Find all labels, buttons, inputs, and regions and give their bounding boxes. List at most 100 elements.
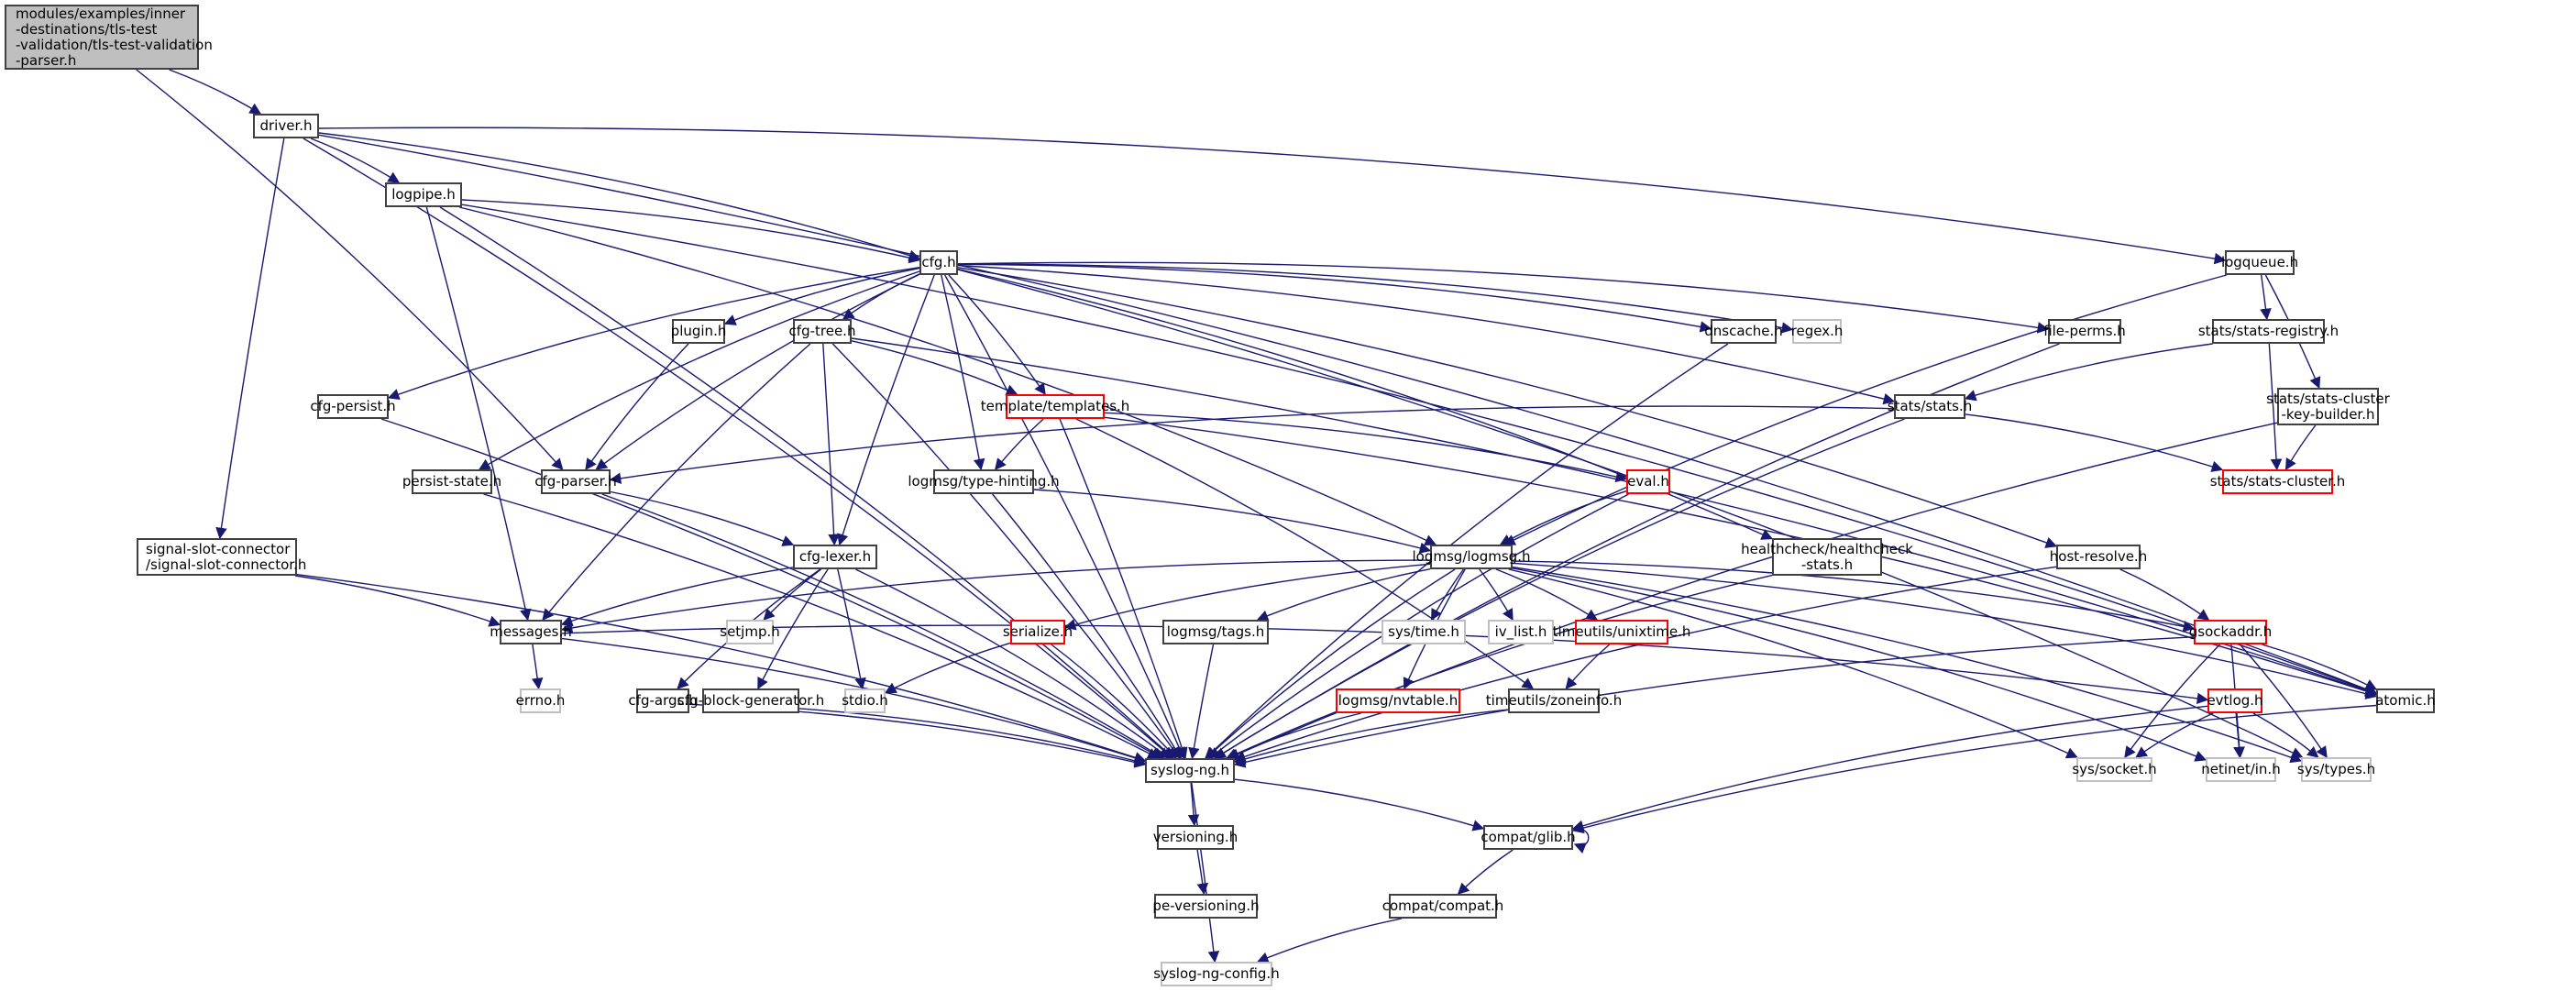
- node-label: timeutils/unixtime.h: [1552, 623, 1691, 640]
- edge-nvtable-to-syslogng: [1226, 712, 1361, 760]
- node-label: eval.h: [1627, 473, 1669, 490]
- node-label: logqueue.h: [2220, 254, 2299, 270]
- node-logmsg-type-hinting-h[interactable]: logmsg/type-hinting.h: [908, 469, 1060, 494]
- edge-hostres-to-syslogng: [1233, 566, 2057, 763]
- node-dnscache-h[interactable]: dnscache.h: [1704, 319, 1783, 344]
- edge-logpipe-to-atomic: [461, 204, 2378, 696]
- node-healthcheck-stats-h[interactable]: healthcheck/healthcheck -stats.h: [1741, 538, 1913, 576]
- node-pe-versioning-h[interactable]: pe-versioning.h: [1152, 894, 1260, 919]
- edge-statsreg-to-statscluster: [2268, 343, 2283, 471]
- node-timeutils-zoneinfo-h[interactable]: timeutils/zoneinfo.h: [1486, 688, 1622, 713]
- edge-eval-to-syslogng: [1208, 493, 1629, 759]
- node-cfg-args-h[interactable]: cfg-args.h: [628, 688, 698, 713]
- node-logmsg-nvtable-h[interactable]: logmsg/nvtable.h: [1336, 688, 1460, 713]
- edge-templates-to-syslogng: [1059, 418, 1188, 760]
- edge-driver-to-cfg: [318, 132, 921, 261]
- node-logpipe-h[interactable]: logpipe.h: [385, 182, 462, 207]
- edge-logqueue-to-logmsg: [1503, 274, 2227, 545]
- node-messages-h[interactable]: messages.h: [490, 620, 572, 644]
- edge-glib-to-glib: [1572, 828, 1590, 854]
- node-label: versioning.h: [1152, 829, 1238, 845]
- edge-logmsg-to-messages: [560, 559, 1431, 634]
- node-gsockaddr-h[interactable]: gsockaddr.h: [2189, 620, 2272, 644]
- node-logmsg-logmsg-h[interactable]: logmsg/logmsg.h: [1413, 545, 1530, 569]
- edge-cfgparser-to-syslogng: [601, 493, 1165, 759]
- node-stats-cluster-h[interactable]: stats/stats-cluster.h: [2210, 469, 2345, 494]
- edge-driver-to-sigslot: [215, 138, 285, 540]
- node-logmsg-tags-h[interactable]: logmsg/tags.h: [1162, 620, 1269, 644]
- node-atomic-h[interactable]: atomic.h: [2375, 688, 2436, 713]
- edge-evtlog-to-netinet: [2233, 712, 2245, 759]
- node-versioning-h[interactable]: versioning.h: [1153, 825, 1238, 850]
- node-stats-stats-h[interactable]: stats/stats.h: [1888, 394, 1972, 419]
- node-compat-glib-h[interactable]: compat/glib.h: [1481, 825, 1576, 850]
- edge-cfg-to-persist: [478, 270, 920, 470]
- node-cfg-tree-h[interactable]: cfg-tree.h: [789, 319, 855, 344]
- node-sys-time-h[interactable]: sys/time.h: [1382, 620, 1466, 644]
- node-template-templates-h[interactable]: template/templates.h: [981, 394, 1129, 419]
- edge-sigslot-to-messages: [294, 575, 501, 627]
- edge-persist-to-syslogng: [483, 493, 1160, 759]
- edge-root-to-cfgparser: [136, 69, 564, 470]
- node-label: stats/stats-cluster.h: [2209, 473, 2346, 490]
- edge-gsockaddr-to-systypes: [2239, 644, 2328, 759]
- node-compat-compat-h[interactable]: compat/compat.h: [1382, 894, 1503, 919]
- node-label: stats/stats-cluster -key-builder.h: [2266, 390, 2390, 423]
- node-errno-h[interactable]: errno.h: [516, 688, 565, 713]
- node-cfg-h[interactable]: cfg.h: [919, 250, 958, 275]
- edge-logmsg-to-systime: [1430, 568, 1464, 622]
- node-label: cfg.h: [921, 254, 956, 270]
- edge-atomic-to-glib: [1571, 704, 2377, 834]
- node-label: stats/stats.h: [1887, 398, 1973, 414]
- node-host-resolve-h[interactable]: host-resolve.h: [2050, 545, 2147, 569]
- node-file-perms-h[interactable]: file-perms.h: [2043, 319, 2126, 344]
- node-serialize-h[interactable]: serialize.h: [1003, 620, 1073, 644]
- edge-gsockaddr-to-syslogng: [1233, 636, 2195, 768]
- node-cfg-block-generator-h[interactable]: cfg-block-generator.h: [677, 688, 824, 713]
- node-label: logpipe.h: [391, 186, 456, 203]
- edge-logqueue-to-statsreg: [2260, 274, 2272, 321]
- node-label: signal-slot-connector /signal-slot-conne…: [146, 540, 307, 573]
- node-stats-registry-h[interactable]: stats/stats-registry.h: [2198, 319, 2339, 344]
- edge-cfgparser-to-cfglexer: [610, 490, 795, 546]
- node-label: atomic.h: [2375, 692, 2436, 709]
- edge-cfgargs-to-syslogng: [688, 703, 1147, 768]
- node-plugin-h[interactable]: plugin.h: [671, 319, 726, 344]
- node-syslog-ng-config-h[interactable]: syslog-ng-config.h: [1153, 962, 1280, 986]
- node-setjmp-h[interactable]: setjmp.h: [720, 620, 780, 644]
- node-iv-list-h[interactable]: iv_list.h: [1488, 620, 1554, 644]
- node-netinet-in-h[interactable]: netinet/in.h: [2201, 757, 2281, 782]
- edge-logmsg-to-syslogng: [1205, 568, 1456, 759]
- node-evtlog-h[interactable]: evtlog.h: [2207, 688, 2263, 713]
- node-cfg-persist-h[interactable]: cfg-persist.h: [310, 394, 396, 419]
- node-label: gsockaddr.h: [2188, 623, 2273, 640]
- edge-gsockaddr-to-atomic: [2262, 644, 2378, 690]
- edge-hostres-to-gsockaddr: [2119, 568, 2210, 621]
- node-cfg-parser-h[interactable]: cfg-parser.h: [534, 469, 617, 494]
- node-stdio-h[interactable]: stdio.h: [842, 688, 888, 713]
- node-root-file: modules/examples/inner -destinations/tls…: [5, 5, 213, 70]
- edge-logmsg-to-netinet: [1512, 567, 2207, 762]
- node-timeutils-unixtime-h[interactable]: timeutils/unixtime.h: [1553, 620, 1690, 644]
- node-syslog-ng-h[interactable]: syslog-ng.h: [1145, 758, 1235, 783]
- node-label: sys/types.h: [2296, 761, 2376, 777]
- edge-stats-to-cfgparser: [609, 405, 1895, 484]
- edge-plugin-to-cfgparser: [585, 343, 689, 471]
- node-stats-cluster-key-builder-h[interactable]: stats/stats-cluster -key-builder.h: [2266, 388, 2390, 425]
- node-sys-socket-h[interactable]: sys/socket.h: [2072, 757, 2157, 782]
- edge-syslogng-to-glib: [1234, 778, 1485, 831]
- node-cfg-lexer-h[interactable]: cfg-lexer.h: [793, 545, 877, 569]
- node-sys-types-h[interactable]: sys/types.h: [2297, 757, 2375, 782]
- node-signal-slot-connector-h[interactable]: signal-slot-connector /signal-slot-conne…: [137, 538, 306, 576]
- node-logqueue-h[interactable]: logqueue.h: [2221, 250, 2298, 275]
- node-driver-h[interactable]: driver.h: [253, 114, 319, 138]
- edge-cfg-to-typehint: [941, 274, 985, 471]
- edge-cfgtree-to-syslogng: [831, 343, 1181, 760]
- node-persist-state-h[interactable]: persist-state.h: [402, 469, 501, 494]
- node-eval-h[interactable]: eval.h: [1626, 469, 1670, 494]
- edge-unixtime-to-zoneinfo: [1565, 644, 1611, 689]
- edge-logpipe-to-syslogng: [439, 206, 1174, 759]
- edge-logmsg-to-atomic: [1512, 562, 2378, 699]
- edge-typehint-to-logmsg: [1033, 489, 1432, 554]
- node-regex-h[interactable]: regex.h: [1791, 319, 1843, 344]
